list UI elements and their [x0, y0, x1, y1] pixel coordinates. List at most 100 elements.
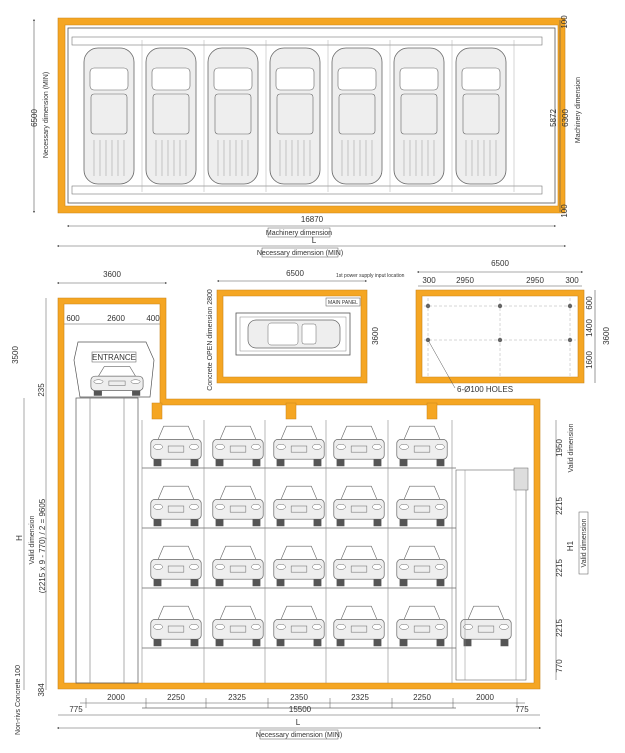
front-car [90, 366, 144, 396]
section-dim-top-1: 600 [66, 314, 80, 323]
plan-dim-right-mid: 5872 [549, 109, 558, 127]
opening-car-roof [267, 322, 299, 346]
front-car-grille [350, 625, 368, 633]
plan-label-right: Machinery dimension [575, 77, 582, 143]
plan-car-windshield [89, 67, 129, 91]
plan-car-windshield [213, 67, 253, 91]
front-car-headlight [336, 503, 346, 510]
holes-wall [415, 289, 585, 384]
front-car-grille [229, 505, 247, 513]
front-car-wheel [276, 459, 285, 467]
front-car-cabin [403, 605, 441, 620]
front-car [396, 485, 448, 527]
opening-main-panel: MAIN PANEL [328, 300, 358, 306]
opening-main-panel-box [325, 297, 361, 307]
opening-pit [235, 312, 351, 356]
front-car-headlight [463, 623, 473, 630]
front-car-wheel [336, 459, 345, 467]
plan-car [207, 47, 259, 185]
front-car-body [396, 499, 448, 520]
front-car-headlight [153, 623, 163, 630]
section-dim-1950: 1950 [555, 439, 564, 457]
front-car [150, 485, 202, 527]
front-car-cabin [219, 605, 257, 620]
front-car-wheel [313, 519, 322, 527]
hole-mark [567, 303, 573, 309]
front-car-wheel [215, 579, 224, 587]
opening-pit-inner [239, 316, 347, 352]
plan-dim-right-big: 6300 [561, 109, 570, 127]
front-car-headlight [372, 563, 382, 570]
front-car-headlight [399, 503, 409, 510]
front-car-cabin [157, 545, 195, 560]
section-dim-bottom-value: 2000 [107, 693, 125, 702]
top-plan-view: 6500 Necessary dimension (MIN) 100 5872 … [30, 15, 582, 258]
front-car-cabin [157, 485, 195, 500]
front-car-headlight [372, 503, 382, 510]
plan-car-windshield [337, 67, 377, 91]
front-car-wheel [215, 459, 224, 467]
hole-mark [567, 337, 573, 343]
front-car [212, 605, 264, 647]
front-car-wheel [190, 459, 199, 467]
front-car-wheel [153, 639, 162, 647]
front-car-body [273, 499, 325, 520]
front-car-cabin [403, 425, 441, 440]
section-dim-bottom-value: 2325 [351, 693, 369, 702]
front-car [212, 545, 264, 587]
front-car-wheel [373, 579, 382, 587]
section-dim-775-right: 775 [515, 705, 529, 714]
section-dim-15500: 15500 [289, 705, 312, 714]
front-car-headlight [251, 443, 261, 450]
opening-dim-height: 3600 [371, 327, 380, 345]
section-symbol-h: H [15, 535, 24, 541]
front-car-headlight [153, 503, 163, 510]
front-car-wheel [373, 519, 382, 527]
plan-car-windshield [151, 67, 191, 91]
front-car-wheel [252, 459, 261, 467]
front-car-grille [167, 625, 185, 633]
plan-label-left: Necessary dimension (MIN) [43, 72, 50, 158]
front-car-wheel [336, 519, 345, 527]
section-dim-top-3: 400 [146, 314, 160, 323]
plan-car-windshield [399, 67, 439, 91]
section-dim-770: 770 [555, 659, 564, 673]
front-car-wheel [436, 639, 445, 647]
front-car-wheel [436, 579, 445, 587]
plan-machinery-frame [67, 27, 556, 204]
front-car-cabin [157, 425, 195, 440]
front-car-grille [350, 565, 368, 573]
hole-mark [497, 337, 503, 343]
plan-car-roof [338, 93, 376, 135]
section-dim-2215-a: 2215 [555, 497, 564, 515]
front-car-grille [413, 505, 431, 513]
section-wall-pillar-2 [285, 402, 297, 420]
front-car-body [333, 439, 385, 460]
holes-dim-top-1: 300 [422, 276, 436, 285]
front-car-wheel [373, 639, 382, 647]
front-car-cabin [280, 425, 318, 440]
front-car-grille [229, 565, 247, 573]
front-car-headlight [336, 563, 346, 570]
front-car [396, 425, 448, 467]
hole-mark [425, 303, 431, 309]
front-car-headlight [215, 503, 225, 510]
front-car-body [396, 559, 448, 580]
front-car-cabin [157, 605, 195, 620]
section-label-valid-right-box [578, 511, 589, 575]
holes-dim-top-3: 2950 [526, 276, 544, 285]
front-car-cabin [340, 605, 378, 620]
front-car-wheel [336, 579, 345, 587]
front-car-body [333, 619, 385, 640]
front-car [273, 545, 325, 587]
entrance-canopy [73, 341, 155, 398]
opening-power-note: 1st power supply input location [336, 273, 405, 279]
front-car-cabin [219, 425, 257, 440]
holes-grid [424, 298, 576, 376]
front-car-wheel [215, 639, 224, 647]
front-car-grille [350, 445, 368, 453]
front-car-wheel [190, 639, 199, 647]
front-car-wheel [399, 519, 408, 527]
front-car-headlight [189, 443, 199, 450]
